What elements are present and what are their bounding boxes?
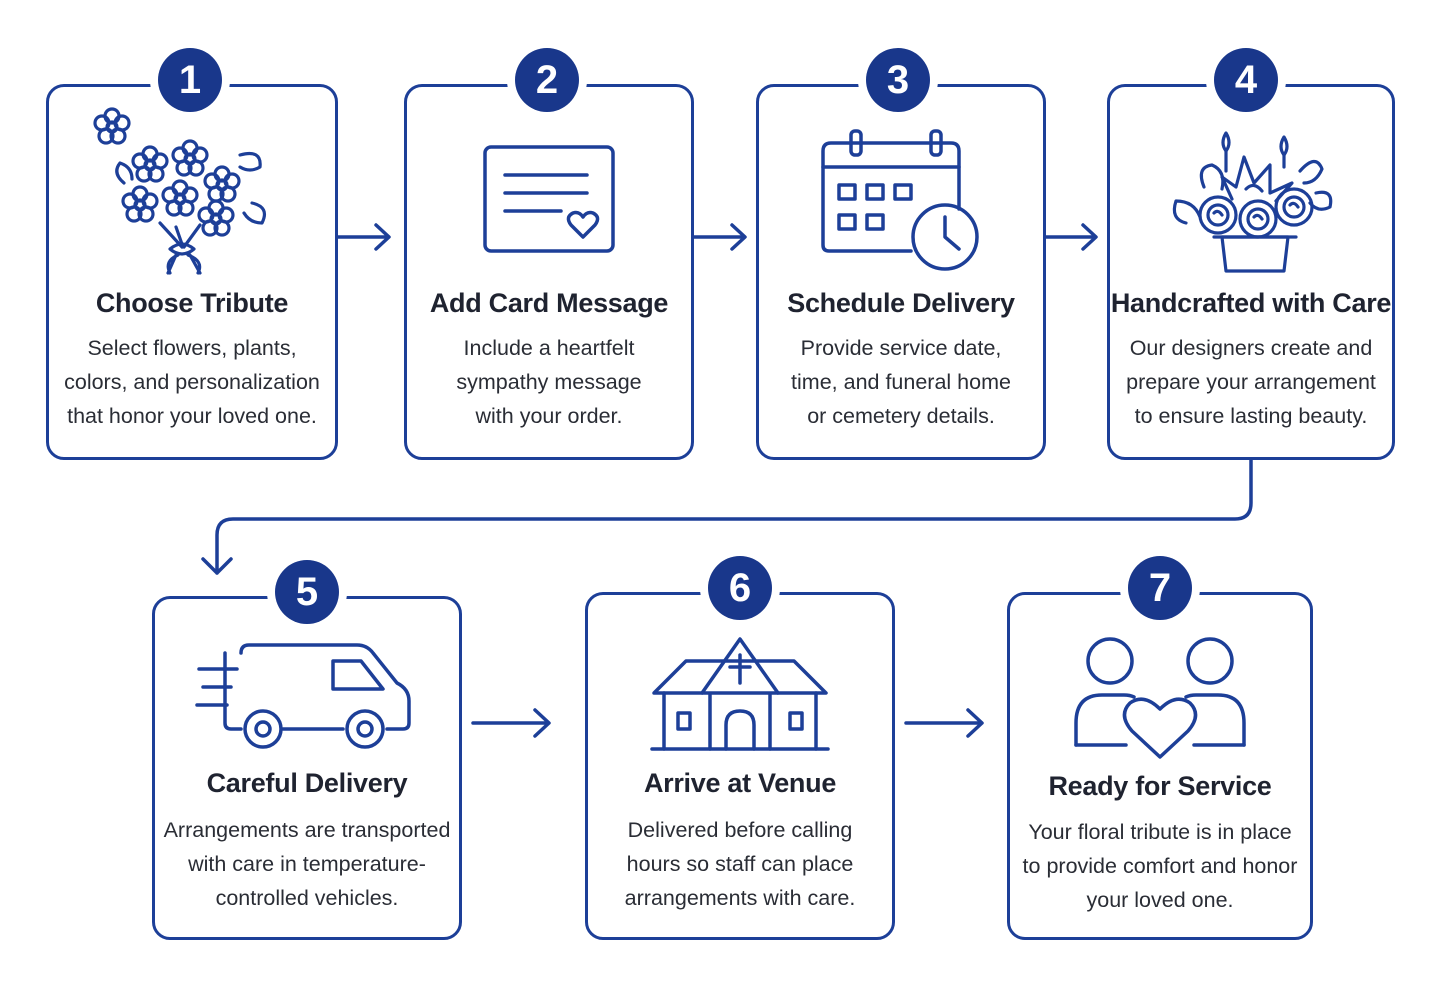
step-title: Arrive at Venue [643,768,837,798]
step-card-1: Choose Tribute Select flowers, plants,co… [46,84,338,460]
step-title: Ready for Service [1048,771,1272,801]
step-card-4: Handcrafted with Care Our designers crea… [1107,84,1395,460]
step-title: Careful Delivery [206,768,408,798]
connector-arrow-1-2 [336,223,391,251]
connector-arrow-5-6 [471,708,551,738]
step-description: Provide service date,time, and funeral h… [791,336,1011,428]
step-title: Choose Tribute [95,288,289,318]
step-title: Handcrafted with Care [1110,288,1392,318]
step-number-badge: 6 [708,556,772,620]
people-heart-icon [1010,635,1310,759]
step-title: Schedule Delivery [787,288,1015,318]
chapel-icon [588,635,892,753]
step-card-7: Ready for Service Your floral tribute is… [1007,592,1313,940]
connector-arrow-6-7 [904,708,984,738]
step-number-badge: 5 [275,560,339,624]
step-number-badge: 7 [1128,556,1192,620]
step-number-badge: 2 [515,48,579,112]
step-title: Add Card Message [429,288,669,318]
delivery-van-icon [155,639,459,749]
flower-basket-icon [1110,127,1392,277]
step-description: Select flowers, plants,colors, and perso… [64,336,320,428]
calendar-clock-icon [759,129,1043,275]
connector-arrow-4-5 [201,457,1253,575]
bouquet-icon [49,107,335,277]
step-number-badge: 4 [1214,48,1278,112]
step-card-3: Schedule Delivery Provide service date,t… [756,84,1046,460]
connector-arrow-2-3 [692,223,747,251]
step-number-badge: 3 [866,48,930,112]
step-card-5: Careful Delivery Arrangements are transp… [152,596,462,940]
step-number-badge: 1 [158,48,222,112]
connector-arrow-3-4 [1043,223,1098,251]
step-card-6: Arrive at Venue Delivered before calling… [585,592,895,940]
card-message-icon [407,143,691,255]
